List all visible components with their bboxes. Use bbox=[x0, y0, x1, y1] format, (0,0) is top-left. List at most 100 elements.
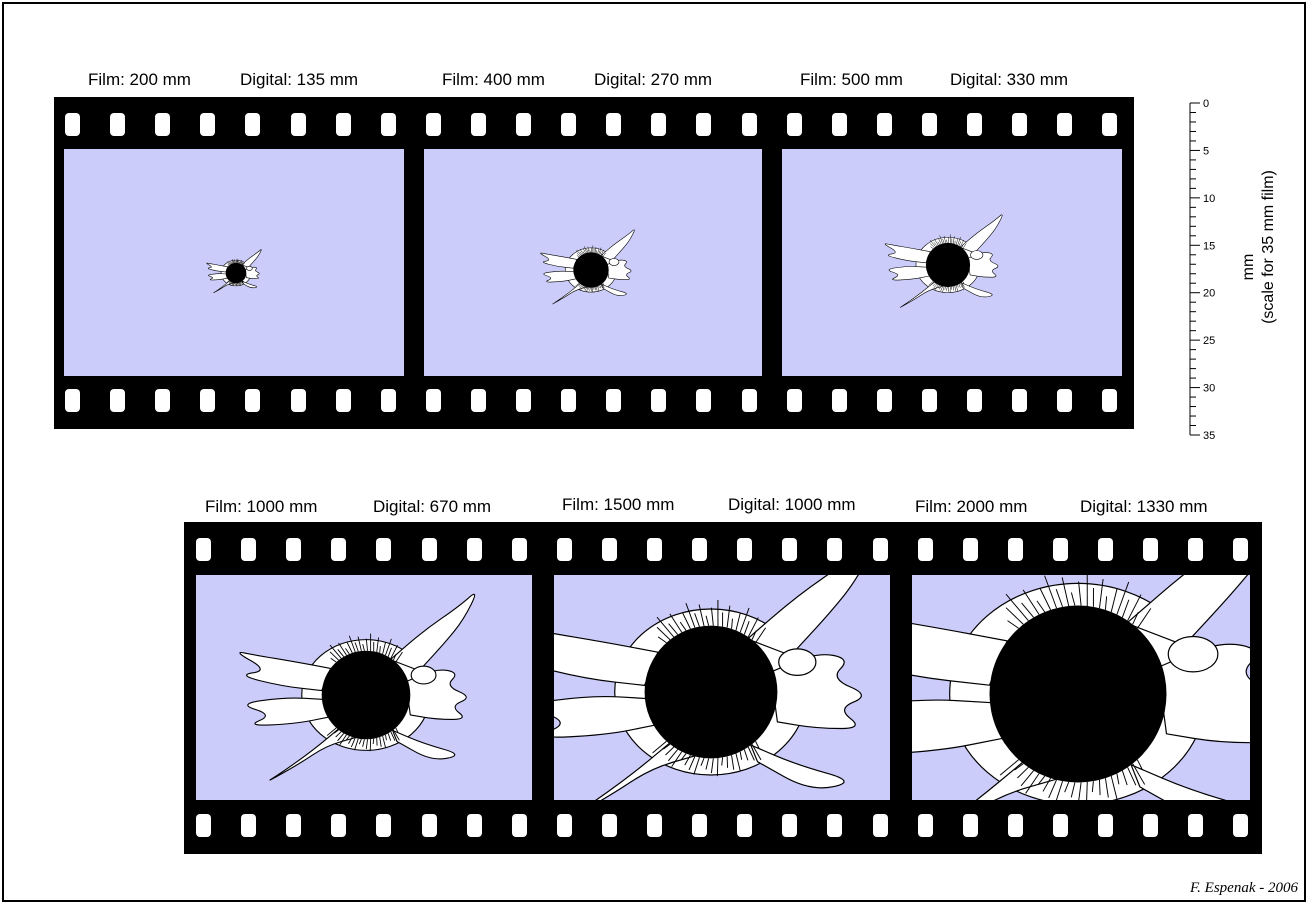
sprocket-hole bbox=[873, 538, 888, 561]
sprocket-hole bbox=[557, 538, 572, 561]
eclipse-drawing bbox=[196, 575, 532, 800]
sprocket-hole bbox=[1143, 538, 1158, 561]
corona-streamer bbox=[601, 230, 635, 261]
sprocket-hole bbox=[422, 814, 437, 837]
sprocket-hole bbox=[331, 814, 346, 837]
scale-tick-label: 5 bbox=[1203, 145, 1209, 157]
moon-disk bbox=[645, 626, 778, 759]
sprocket-hole bbox=[65, 113, 80, 136]
scale-tick-label: 20 bbox=[1203, 288, 1215, 300]
frame-6-digital-label: Digital: 1330 mm bbox=[1080, 497, 1208, 517]
sprocket-hole bbox=[155, 389, 170, 412]
sprocket-hole bbox=[512, 538, 527, 561]
corona-loop bbox=[609, 258, 619, 265]
sprocket-hole bbox=[241, 538, 256, 561]
sprocket-hole bbox=[1012, 113, 1027, 136]
scale-tick-label: 25 bbox=[1203, 335, 1215, 347]
sprocket-hole bbox=[832, 389, 847, 412]
sprocket-hole bbox=[516, 113, 531, 136]
sprocket-hole bbox=[963, 814, 978, 837]
sprocket-hole bbox=[647, 538, 662, 561]
sprocket-hole bbox=[1008, 814, 1023, 837]
corona-streamer bbox=[751, 745, 844, 788]
corona-streamer bbox=[960, 215, 1002, 253]
sprocket-hole bbox=[651, 113, 666, 136]
sprocket-hole bbox=[376, 814, 391, 837]
corona-streamer bbox=[553, 283, 588, 304]
sprocket-hole bbox=[286, 538, 301, 561]
scale-tick-label: 15 bbox=[1203, 240, 1215, 252]
frame-4-film-label: Film: 1000 mm bbox=[205, 497, 317, 517]
corona-streamer bbox=[748, 575, 874, 656]
sprocket-hole bbox=[787, 389, 802, 412]
sprocket-hole bbox=[602, 814, 617, 837]
frame-3-digital-label: Digital: 330 mm bbox=[950, 70, 1068, 90]
eclipse-drawing bbox=[424, 149, 762, 376]
moon-disk bbox=[573, 252, 608, 287]
sprocket-hole bbox=[291, 113, 306, 136]
sprocket-hole bbox=[782, 814, 797, 837]
sprocket-hole bbox=[1053, 538, 1068, 561]
frame-5-film-label: Film: 1500 mm bbox=[562, 495, 674, 515]
moon-disk bbox=[926, 243, 970, 287]
sprocket-hole bbox=[1102, 389, 1117, 412]
corona-loop bbox=[247, 266, 253, 270]
sprocket-hole bbox=[877, 113, 892, 136]
sprocket-hole bbox=[426, 389, 441, 412]
frame-2-digital-label: Digital: 270 mm bbox=[594, 70, 712, 90]
corona-loop bbox=[411, 666, 436, 684]
sprocket-hole bbox=[426, 113, 441, 136]
corona-streamer bbox=[240, 653, 331, 691]
frame-3-film-label: Film: 500 mm bbox=[800, 70, 903, 90]
sprocket-hole bbox=[1233, 538, 1248, 561]
corona-streamer bbox=[209, 274, 228, 280]
sprocket-hole bbox=[557, 814, 572, 837]
sprocket-hole bbox=[516, 389, 531, 412]
sprocket-hole bbox=[241, 814, 256, 837]
sprocket-hole bbox=[918, 814, 933, 837]
sprocket-hole bbox=[877, 389, 892, 412]
sprocket-hole bbox=[381, 113, 396, 136]
eclipse-frame-2000mm bbox=[912, 575, 1250, 800]
top-film-strip bbox=[54, 97, 1134, 429]
sprocket-hole bbox=[827, 814, 842, 837]
sprocket-hole bbox=[467, 538, 482, 561]
sprocket-hole bbox=[561, 113, 576, 136]
sprocket-hole bbox=[110, 113, 125, 136]
sprocket-hole bbox=[787, 113, 802, 136]
sprocket-hole bbox=[286, 814, 301, 837]
sprocket-hole bbox=[1233, 814, 1248, 837]
sprocket-hole bbox=[336, 389, 351, 412]
sprocket-hole bbox=[692, 814, 707, 837]
moon-disk bbox=[322, 651, 411, 740]
sprocket-hole bbox=[1057, 113, 1072, 136]
sprocket-hole bbox=[471, 113, 486, 136]
sprocket-hole bbox=[1008, 538, 1023, 561]
corona-streamer bbox=[214, 281, 234, 293]
frame-5-digital-label: Digital: 1000 mm bbox=[728, 495, 856, 515]
sprocket-hole bbox=[918, 538, 933, 561]
sprocket-hole bbox=[602, 538, 617, 561]
frame-6-film-label: Film: 2000 mm bbox=[915, 497, 1027, 517]
corona-streamer bbox=[567, 742, 698, 800]
eclipse-frame-400mm bbox=[424, 149, 762, 376]
eclipse-frame-1500mm bbox=[554, 575, 890, 800]
sprocket-hole bbox=[1012, 389, 1027, 412]
corona-streamer bbox=[900, 282, 943, 308]
scale-tick-label: 10 bbox=[1203, 193, 1215, 205]
sprocket-hole bbox=[967, 389, 982, 412]
sprocket-hole bbox=[742, 389, 757, 412]
corona-streamer bbox=[242, 281, 256, 288]
scale-tick-label: 30 bbox=[1203, 383, 1215, 395]
sprocket-hole bbox=[1098, 538, 1113, 561]
corona-streamer bbox=[270, 728, 357, 780]
scale-tick-label: 0 bbox=[1203, 98, 1209, 110]
sprocket-hole bbox=[1053, 814, 1068, 837]
corona-loop bbox=[971, 251, 983, 260]
eclipse-drawing bbox=[782, 149, 1122, 376]
sprocket-hole bbox=[381, 389, 396, 412]
sprocket-hole bbox=[782, 538, 797, 561]
sprocket-hole bbox=[561, 389, 576, 412]
sprocket-hole bbox=[651, 389, 666, 412]
bottom-film-strip bbox=[184, 522, 1262, 854]
